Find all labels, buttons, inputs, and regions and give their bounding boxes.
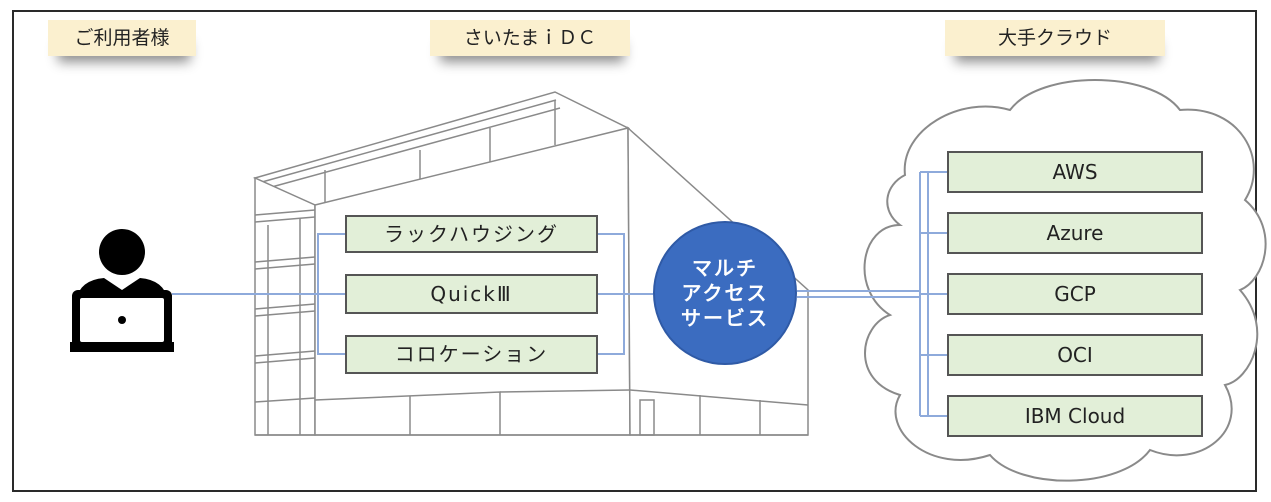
service-rack-housing: ラックハウジング [345,215,598,253]
connectors [172,171,947,417]
multi-access-service-hub: マルチ アクセス サービス [653,221,797,365]
hub-line-3: サービス [681,305,769,330]
cloud-aws: AWS [947,151,1203,193]
header-idc: さいたまｉＤＣ [430,20,630,56]
hub-line-1: マルチ [692,255,758,280]
hub-line-2: アクセス [681,280,769,305]
cloud-oci: OCI [947,334,1203,376]
header-user: ご利用者様 [48,20,196,56]
header-cloud: 大手クラウド [945,20,1165,56]
cloud-gcp: GCP [947,273,1203,315]
cloud-azure: Azure [947,212,1203,254]
person-with-laptop-icon [70,229,174,352]
service-quick3: QuickⅢ [345,274,598,314]
cloud-ibm: IBM Cloud [947,395,1203,437]
service-colocation: コロケーション [345,335,598,374]
